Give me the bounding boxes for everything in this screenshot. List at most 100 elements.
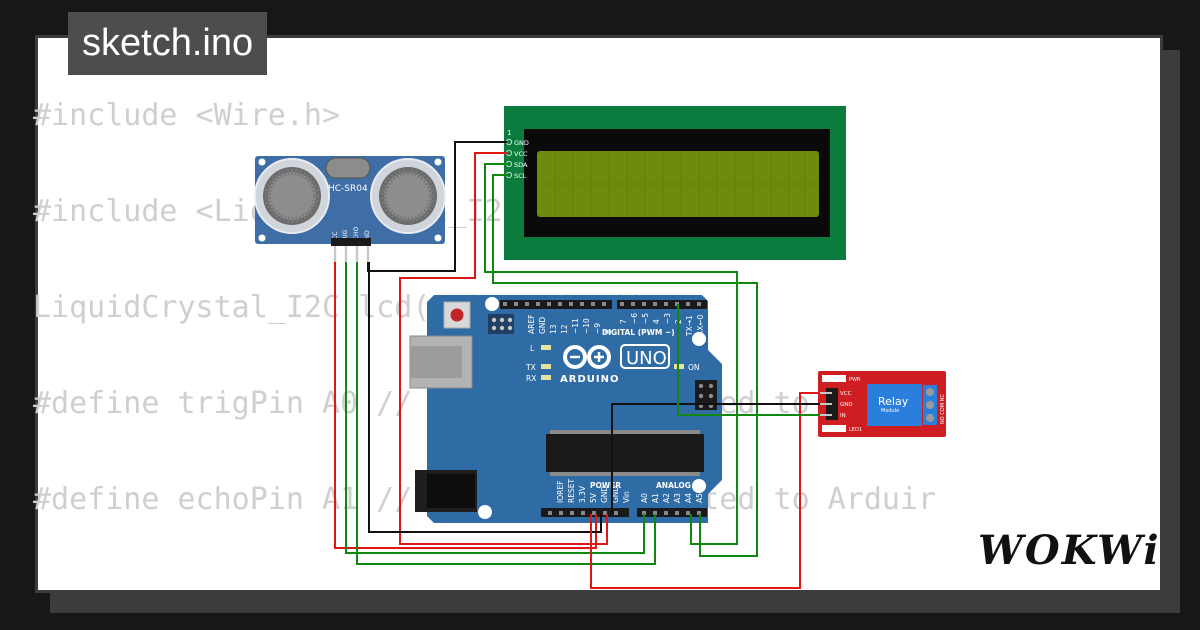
pin-label-gnd-1: GND xyxy=(600,486,609,503)
mount-hole xyxy=(258,158,266,166)
relay-pins xyxy=(818,392,832,416)
wire-relay-vcc xyxy=(590,392,820,589)
wire-lcd-sda xyxy=(484,163,738,545)
bottom-header-pins xyxy=(548,511,701,515)
lcd-pin-gnd: GND xyxy=(514,139,529,147)
relay-pin-in: IN xyxy=(840,413,846,419)
crystal xyxy=(325,157,371,179)
wokwi-logo: WOKWi xyxy=(978,527,1161,574)
led-tx xyxy=(541,364,551,369)
board-brand: ARDUINO xyxy=(560,374,619,385)
lcd-pin1-label: 1 xyxy=(507,129,511,137)
pin-label-10: ~10 xyxy=(582,318,591,334)
pin-label-4: 4 xyxy=(652,319,661,324)
relay-pwr-led xyxy=(822,375,846,382)
digital-header-right xyxy=(617,300,707,309)
pin-label-tx: TX→1 xyxy=(685,315,694,337)
atmega-chip xyxy=(546,434,704,472)
pin-label-a3: A3 xyxy=(673,493,682,503)
relay-pin-gnd: GND xyxy=(840,402,853,408)
relay-led1-label: LED1 xyxy=(849,427,862,433)
led-on-label: ON xyxy=(688,363,700,372)
arduino-uno[interactable]: AREF GND 13 12 ~11 ~10 ~9 8 7 ~6 ~5 4 ~3… xyxy=(409,295,722,523)
led-l-label: L xyxy=(530,344,535,353)
icsp-header xyxy=(488,314,514,334)
lcd-pin-scl: SCL xyxy=(514,172,527,180)
relay-led1 xyxy=(822,425,846,432)
ultrasonic-sensor[interactable]: HC-SR04 VCC TRIG ECHO GND xyxy=(254,156,446,262)
code-line: #include <Wire.h> xyxy=(33,98,341,133)
pin-label-6: ~6 xyxy=(630,313,639,324)
arduino-infinity-icon xyxy=(563,345,611,369)
wire-lcd-vcc xyxy=(399,152,608,545)
lcd-display[interactable]: 1 GND VCC SDA SCL xyxy=(504,106,846,260)
digital-header-left xyxy=(500,300,612,309)
relay-module[interactable]: PWR LED1 VCC GND IN Relay Module NO COM … xyxy=(818,371,946,437)
relay-terminal-labels: NO COM NC xyxy=(940,394,946,424)
pin-label-ioref: IOREF xyxy=(556,481,565,503)
sensor-model: HC-SR04 xyxy=(328,184,368,194)
pin-label-aref: AREF xyxy=(527,315,536,334)
pin-label-5: ~5 xyxy=(641,313,650,324)
pin-label-9: ~9 xyxy=(593,323,602,334)
pin-label-gnd: GND xyxy=(538,317,547,334)
sensor-pin-echo: ECHO xyxy=(353,227,360,244)
mount-hole xyxy=(692,479,706,493)
pin-label-gnd-2: GND xyxy=(611,486,620,503)
digital-label: DIGITAL (PWM ~) xyxy=(602,328,675,337)
sensor-transducer-right xyxy=(370,158,446,234)
relay-terminal-block xyxy=(923,385,937,425)
lcd-pin-sda: SDA xyxy=(514,161,528,169)
relay-sublabel: Module xyxy=(881,408,899,414)
pin-label-a5: A5 xyxy=(695,493,704,503)
led-tx-label: TX xyxy=(525,363,536,372)
lcd-char-grid xyxy=(537,151,819,217)
wire-sensor-echo xyxy=(356,262,656,565)
wire-relay-gnd xyxy=(611,403,820,514)
uno-badge xyxy=(620,344,670,369)
wire-sensor-gnd xyxy=(368,262,602,533)
board-model: UNO xyxy=(626,348,667,369)
pin-label-rx: RX←0 xyxy=(696,314,705,336)
pin-label-a4: A4 xyxy=(684,493,693,503)
mount-hole xyxy=(434,234,442,242)
sensor-pin-trig: TRIG xyxy=(342,229,349,245)
chip-pins xyxy=(550,430,700,476)
sensor-pin-gnd: GND xyxy=(364,230,371,244)
relay-body xyxy=(867,384,922,426)
pin-label-12: 12 xyxy=(560,324,569,334)
icsp-header-2 xyxy=(695,380,717,410)
mount-hole xyxy=(485,297,499,311)
pin-label-3v3: 3.3V xyxy=(578,485,587,503)
led-rx-label: RX xyxy=(526,374,536,383)
pin-label-11: ~11 xyxy=(571,318,580,334)
wire-sensor-trig xyxy=(345,262,645,554)
relay-pwr-label: PWR xyxy=(849,377,861,383)
mount-hole xyxy=(478,505,492,519)
pin-label-5v: 5V xyxy=(589,492,598,503)
reset-button-cap xyxy=(450,308,464,322)
pin-label-reset: RESET xyxy=(567,479,576,503)
wire-relay-in xyxy=(677,304,820,416)
sensor-header xyxy=(331,238,371,246)
mount-hole xyxy=(434,158,442,166)
mount-hole xyxy=(258,234,266,242)
led-l xyxy=(541,345,551,350)
usb-port-inner xyxy=(410,346,462,378)
sensor-pin-vcc: VCC xyxy=(332,232,339,244)
led-rx xyxy=(541,375,551,380)
analog-label: ANALOG IN xyxy=(656,481,703,490)
sensor-transducer-left xyxy=(254,158,330,234)
wires xyxy=(334,141,820,589)
sketch-tab[interactable]: sketch.ino xyxy=(68,12,268,75)
mount-hole xyxy=(692,332,706,346)
pin-label-3: ~3 xyxy=(663,313,672,324)
pin-label-vin: Vin xyxy=(622,491,631,503)
analog-header xyxy=(637,508,707,517)
pin-label-a1: A1 xyxy=(651,493,660,503)
pin-label-7: 7 xyxy=(619,319,628,324)
power-label: POWER xyxy=(590,481,621,490)
sensor-pins xyxy=(333,246,370,262)
lcd-pin-vcc: VCC xyxy=(514,150,528,158)
